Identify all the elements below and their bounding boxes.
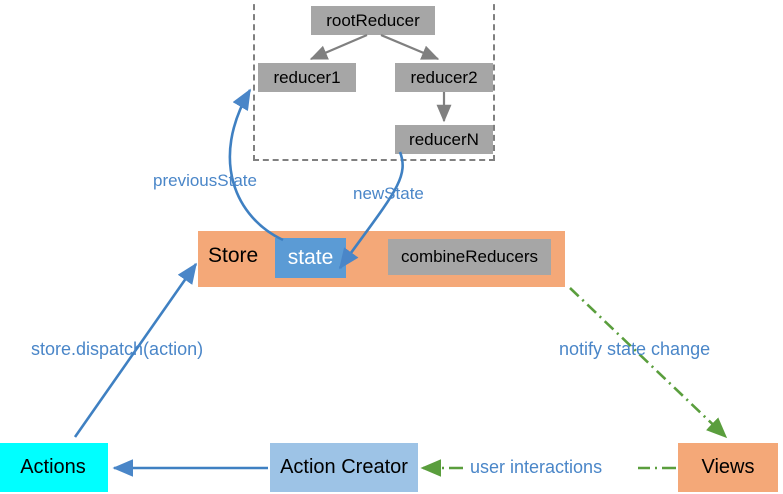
node-reducer1[interactable]: reducer1 [258,63,356,92]
node-root-reducer[interactable]: rootReducer [311,6,435,35]
state-box[interactable]: state [275,238,346,278]
combine-reducers-box[interactable]: combineReducers [388,239,551,275]
node-reducer-n[interactable]: reducerN [395,125,493,154]
store-label: Store [208,244,259,267]
node-actions[interactable]: Actions [0,443,108,492]
label-notify-state-change: notify state change [559,339,711,359]
node-views[interactable]: Views [678,443,778,492]
label-new-state: newState [353,184,424,203]
label-user-interactions: user interactions [470,457,603,477]
label-previous-state: previousState [153,171,257,190]
node-action-creator[interactable]: Action Creator [270,443,418,492]
node-reducer2[interactable]: reducer2 [395,63,493,92]
arrow-notify-state-change [569,287,728,439]
label-store-dispatch: store.dispatch(action) [31,339,204,359]
